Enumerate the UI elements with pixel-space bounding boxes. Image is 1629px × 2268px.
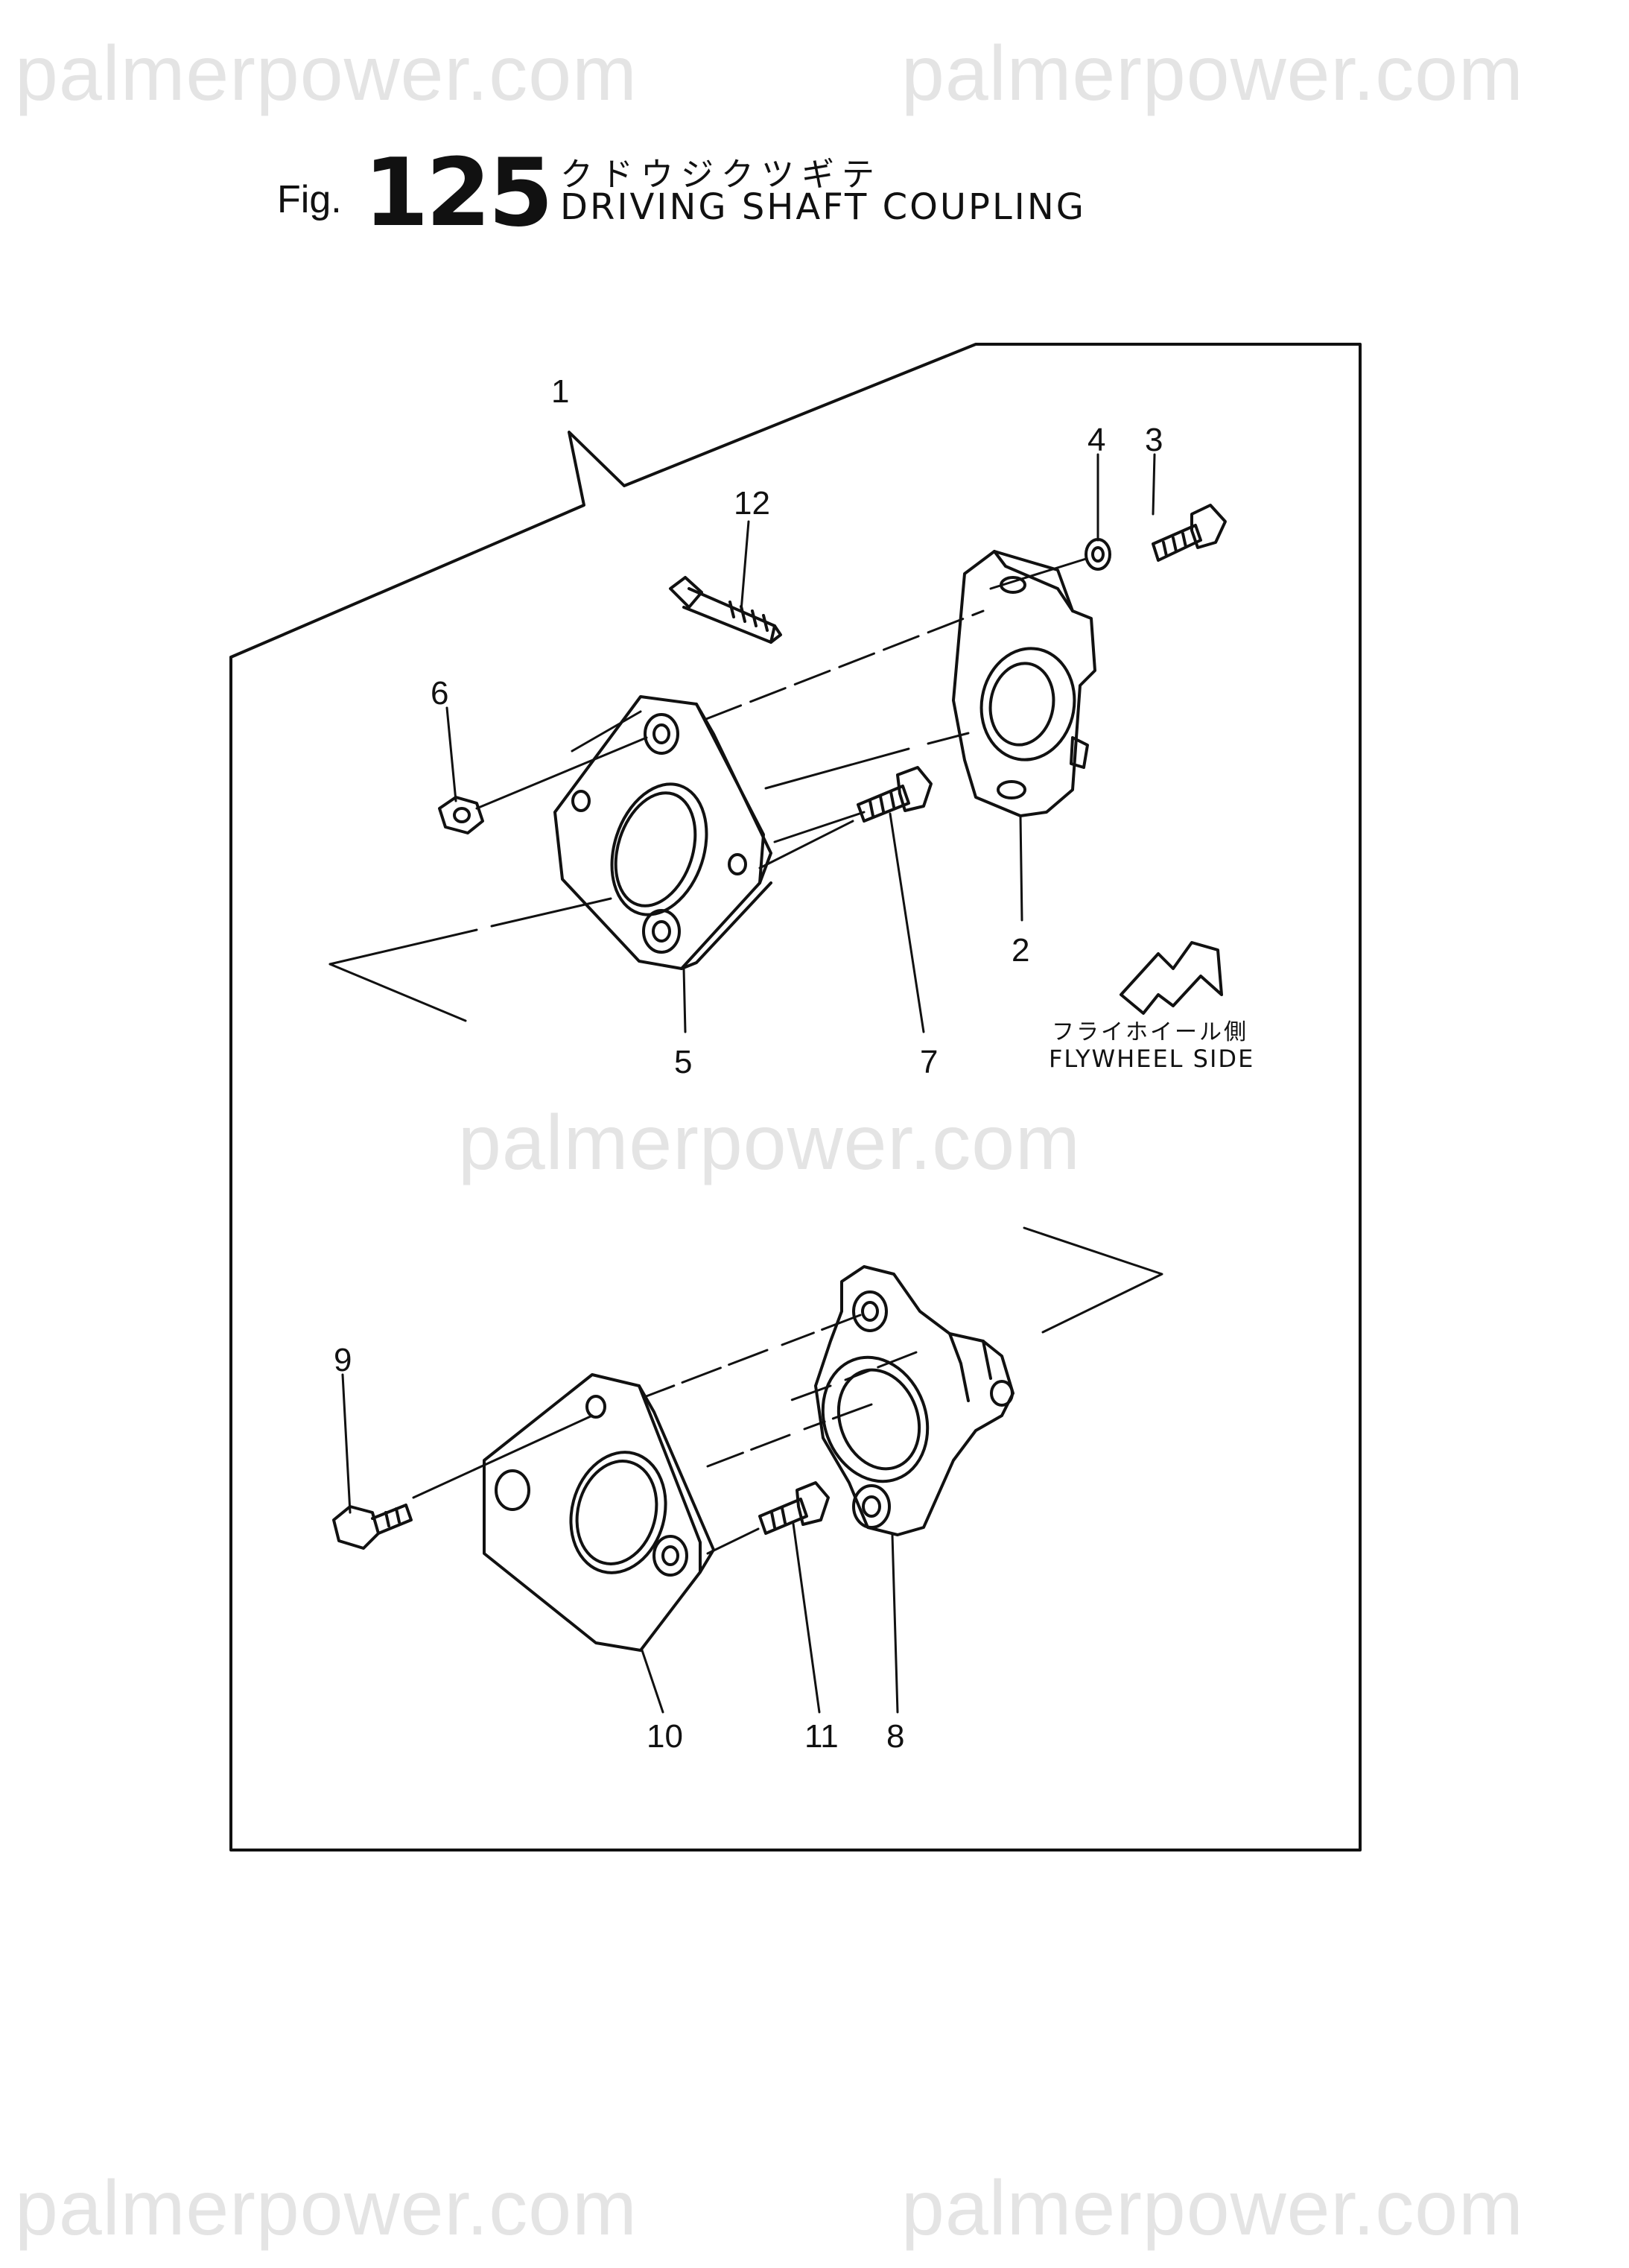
watermark: palmerpower.com (901, 31, 1524, 117)
coupling-half-lower (814, 1265, 1014, 1536)
callout-1: 1 (551, 373, 569, 410)
long-bolt-12 (669, 576, 782, 644)
leader-9 (341, 1373, 352, 1514)
figure-number: 125 (363, 138, 553, 247)
callout-11: 11 (804, 1718, 839, 1755)
coupling-half-upper (952, 550, 1096, 817)
leader-12 (740, 520, 750, 612)
watermark: palmerpower.com (15, 31, 638, 117)
washer-4 (1085, 538, 1111, 571)
flange-plate-lower (483, 1373, 715, 1652)
callout-5: 5 (674, 1044, 692, 1080)
figure-label: Fig. (277, 178, 342, 221)
leader-8 (891, 1533, 899, 1714)
cap-screw-11 (758, 1481, 830, 1535)
center-axis-upper (328, 732, 970, 966)
leader-11 (792, 1522, 821, 1714)
flywheel-arrow (1120, 941, 1223, 1015)
leader-2 (1019, 814, 1023, 922)
callout-9: 9 (334, 1342, 352, 1378)
watermark: palmerpower.com (15, 2165, 638, 2252)
nut-6 (438, 796, 484, 834)
callout-3: 3 (1145, 422, 1163, 458)
callout-4: 4 (1087, 422, 1105, 458)
assembly-frame (229, 343, 1362, 1852)
leader-10 (641, 1649, 664, 1714)
leader-6 (445, 706, 457, 802)
bolt-3 (1152, 504, 1227, 562)
center-axis-lower (1023, 1226, 1163, 1334)
figure-title-japanese: クドウジクツギテ (560, 156, 882, 194)
callout-2: 2 (1012, 932, 1029, 969)
callout-6: 6 (431, 675, 448, 712)
flywheel-side-label-english: FLYWHEEL SIDE (1049, 1045, 1254, 1073)
hex-bolt-9 (332, 1504, 413, 1550)
figure-title-english: DRIVING SHAFT COUPLING (560, 186, 1086, 228)
watermark: palmerpower.com (901, 2165, 1524, 2252)
leader-3 (1152, 453, 1156, 516)
cap-screw-7 (857, 766, 933, 823)
leader-7 (889, 812, 925, 1033)
flywheel-side-label-japanese: フライホイール側 (1052, 1019, 1248, 1045)
callout-10: 10 (647, 1718, 683, 1755)
flange-plate-upper (553, 695, 772, 970)
callout-12: 12 (734, 485, 770, 522)
callout-8: 8 (886, 1718, 904, 1755)
callout-7: 7 (920, 1044, 938, 1080)
leader-5 (682, 967, 687, 1033)
watermark: palmerpower.com (458, 1100, 1081, 1186)
